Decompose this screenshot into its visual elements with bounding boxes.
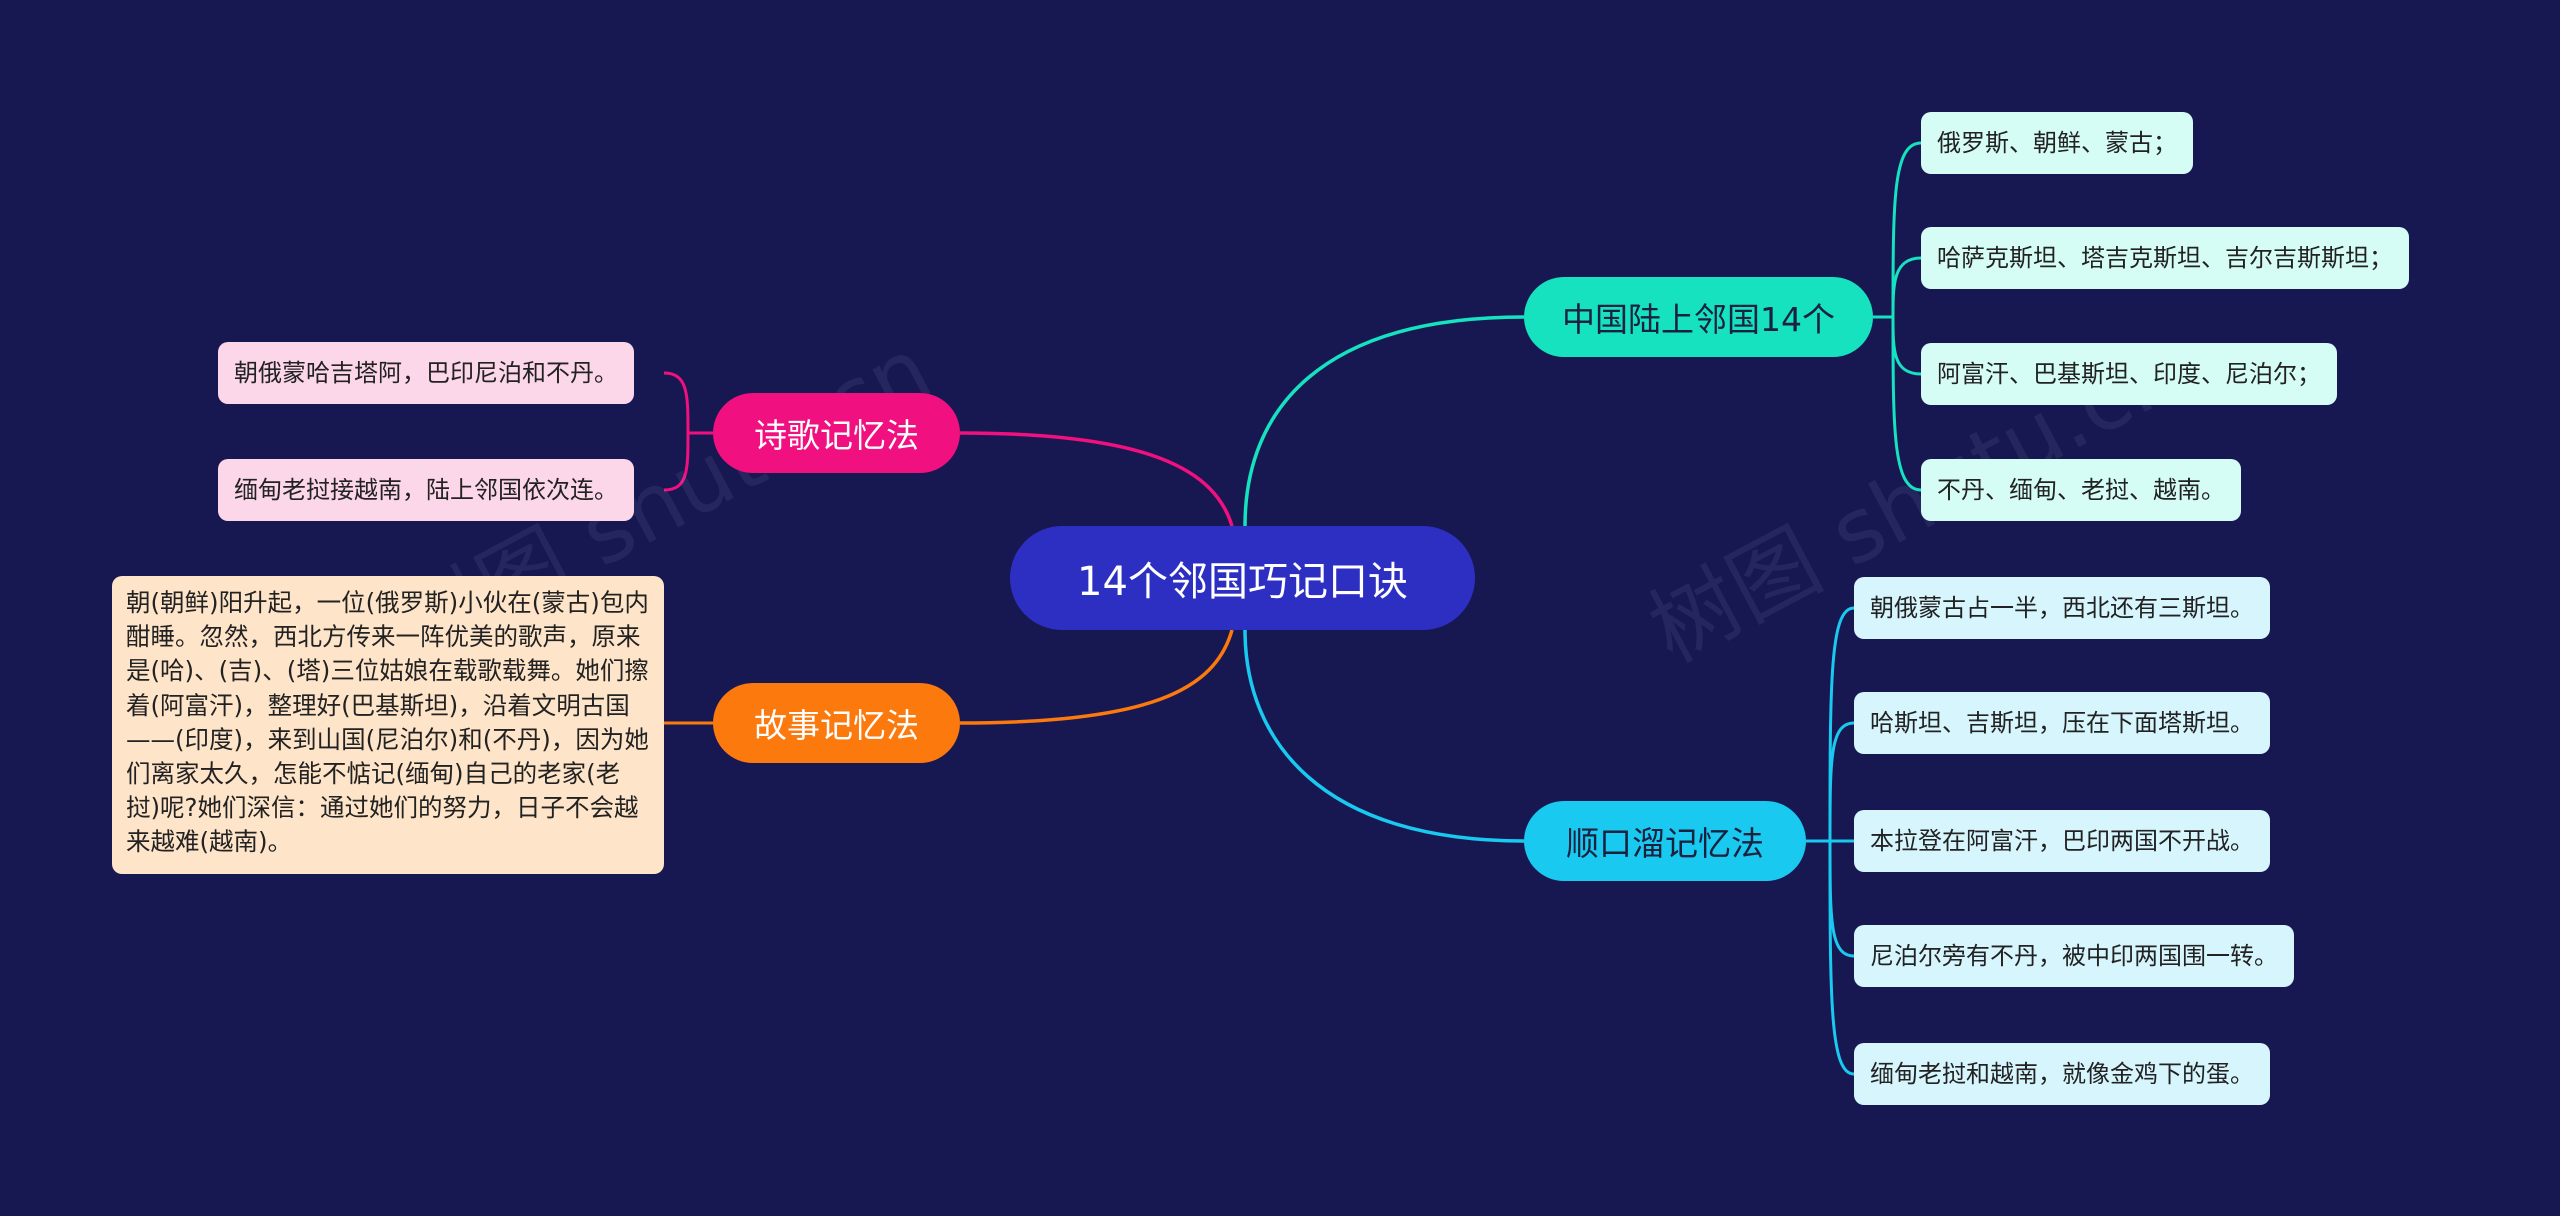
- leaf-story-text[interactable]: 朝(朝鲜)阳升起，一位(俄罗斯)小伙在(蒙古)包内酣睡。忽然，西北方传来一阵优美…: [112, 576, 664, 874]
- connector-root-rhyme: [1243, 629, 1525, 843]
- branch-story-method[interactable]: 故事记忆法: [713, 683, 960, 763]
- branch-rhyme-method[interactable]: 顺口溜记忆法: [1524, 801, 1806, 881]
- leaf-land-item[interactable]: 俄罗斯、朝鲜、蒙古；: [1921, 112, 2193, 174]
- leaf-rhyme-item[interactable]: 缅甸老挝和越南，就像金鸡下的蛋。: [1854, 1043, 2270, 1105]
- root-node[interactable]: 14个邻国巧记口诀: [1010, 526, 1475, 630]
- connector-root-land: [1243, 315, 1525, 527]
- leaf-poem-item[interactable]: 朝俄蒙哈吉塔阿，巴印尼泊和不丹。: [218, 342, 634, 404]
- branch-poem-method[interactable]: 诗歌记忆法: [713, 393, 960, 473]
- connector-root-poem: [959, 431, 1234, 527]
- branch-land-neighbors[interactable]: 中国陆上邻国14个: [1524, 277, 1873, 357]
- leaf-rhyme-item[interactable]: 哈斯坦、吉斯坦，压在下面塔斯坦。: [1854, 692, 2270, 754]
- leaf-rhyme-item[interactable]: 尼泊尔旁有不丹，被中印两国围一转。: [1854, 925, 2294, 987]
- leaf-land-item[interactable]: 阿富汗、巴基斯坦、印度、尼泊尔；: [1921, 343, 2337, 405]
- connector-root-story: [959, 629, 1234, 725]
- leaf-poem-item[interactable]: 缅甸老挝接越南，陆上邻国依次连。: [218, 459, 634, 521]
- leaf-land-item[interactable]: 哈萨克斯坦、塔吉克斯坦、吉尔吉斯斯坦；: [1921, 227, 2409, 289]
- leaf-land-item[interactable]: 不丹、缅甸、老挝、越南。: [1921, 459, 2241, 521]
- leaf-rhyme-item[interactable]: 朝俄蒙古占一半，西北还有三斯坦。: [1854, 577, 2270, 639]
- leaf-rhyme-item[interactable]: 本拉登在阿富汗，巴印两国不开战。: [1854, 810, 2270, 872]
